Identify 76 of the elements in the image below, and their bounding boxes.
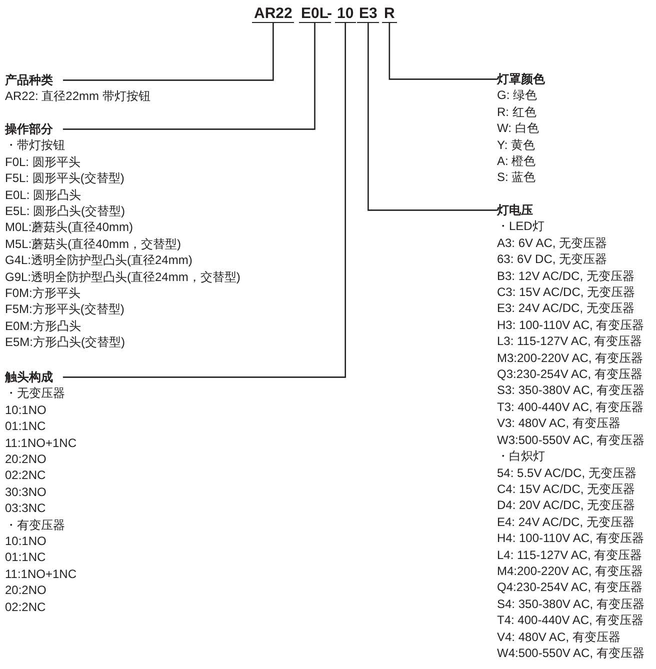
leader-line: [63, 23, 346, 378]
option-text: E4: 24V AC/DC, 无变压器: [497, 514, 636, 530]
code-segment: R: [382, 5, 397, 23]
option-text: C4: 15V AC/DC, 无变压器: [497, 480, 636, 498]
option-text: AR22: 直径22mm 带灯按钮: [5, 88, 150, 105]
option-text: S: 蓝色: [497, 169, 537, 186]
option-text: F0M:方形平头: [5, 285, 82, 302]
option-text: E3: 24V AC/DC, 无变压器: [497, 300, 636, 317]
option-text: 10:1NO: [5, 402, 48, 418]
option-text: B3: 12V AC/DC, 无变压器: [497, 268, 636, 284]
leader-line: [368, 23, 497, 211]
option-text: L3: 115-127V AC, 有变压器: [497, 333, 644, 350]
option-text: A: 橙色: [497, 153, 537, 170]
option-text: ・带灯按钮: [5, 137, 66, 154]
option-text: 20:2NO: [5, 582, 48, 599]
option-text: H3: 100-110V AC, 有变压器: [497, 316, 644, 334]
option-text: ・白炽灯: [497, 448, 546, 464]
option-text: T4: 400-440V AC, 有变压器: [497, 612, 644, 629]
option-text: 54: 5.5V AC/DC, 无变压器: [497, 464, 638, 481]
option-text: 01:1NC: [5, 418, 47, 435]
option-text: E0L: 圆形凸头: [5, 186, 82, 204]
option-text: W: 白色: [497, 120, 540, 137]
option-text: 63: 6V DC, 无变压器: [497, 251, 608, 268]
option-text: M4:200-220V AC, 有变压器: [497, 562, 644, 580]
leader-line: [63, 23, 316, 130]
option-text: L4: 115-127V AC, 有变压器: [497, 546, 644, 563]
code-segment: 10: [335, 5, 356, 23]
section-heading: 灯罩颜色: [497, 71, 545, 88]
option-text: Q3:230-254V AC, 有变压器: [497, 366, 644, 382]
option-text: G4L:透明全防护型凸头(直径24mm): [5, 252, 194, 269]
code-segment: AR22: [252, 5, 294, 23]
option-text: F5M:方形平头(交替型): [5, 301, 126, 318]
option-text: 02:2NC: [5, 467, 47, 484]
option-text: 02:2NC: [5, 598, 47, 616]
option-text: W4:500-550V AC, 有变压器: [497, 644, 644, 662]
option-text: 11:1NO+1NC: [5, 566, 76, 582]
option-text: A3: 6V AC, 无变压器: [497, 234, 608, 252]
option-text: W3:500-550V AC, 有变压器: [497, 432, 644, 448]
option-text: 03:3NC: [5, 500, 47, 517]
option-text: 11:1NO+1NC: [5, 434, 76, 452]
option-text: 20:2NO: [5, 451, 48, 468]
separator-text: -: [327, 5, 332, 22]
option-text: S3: 350-380V AC, 有变压器: [497, 382, 644, 399]
leader-line: [388, 23, 497, 80]
option-text: E0M:方形凸头: [5, 318, 82, 334]
option-text: C3: 15V AC/DC, 无变压器: [497, 284, 636, 300]
option-text: M5L:蘑菇头(直径40mm，交替型): [5, 236, 182, 252]
option-text: R: 红色: [497, 104, 538, 120]
option-text: M0L:蘑菇头(直径40mm): [5, 219, 134, 236]
option-text: 30:3NO: [5, 484, 48, 500]
option-text: 10:1NO: [5, 533, 48, 550]
option-text: ・无变压器: [5, 385, 66, 402]
option-text: V4: 480V AC, 有变压器: [497, 628, 622, 645]
option-text: G: 绿色: [497, 87, 538, 104]
section-heading: 触头构成: [5, 369, 53, 386]
option-text: ・有变压器: [5, 516, 66, 534]
option-text: E5M:方形凸头(交替型): [5, 334, 126, 351]
section-heading: 灯电压: [497, 202, 533, 218]
option-text: Q4:230-254V AC, 有变压器: [497, 579, 644, 596]
leader-line: [63, 23, 274, 81]
option-text: E5L: 圆形凸头(交替型): [5, 203, 126, 220]
code-segment: E3: [357, 5, 380, 23]
option-text: ・LED灯: [497, 218, 546, 235]
option-text: T3: 400-440V AC, 有变压器: [497, 398, 644, 416]
option-text: D4: 20V AC/DC, 无变压器: [497, 497, 636, 514]
option-text: 01:1NC: [5, 549, 47, 566]
option-text: S4: 350-380V AC, 有变压器: [497, 596, 644, 612]
option-text: H4: 100-110V AC, 有变压器: [497, 530, 644, 547]
option-text: F0L: 圆形平头: [5, 154, 82, 170]
section-heading: 操作部分: [5, 121, 53, 138]
option-text: M3:200-220V AC, 有变压器: [497, 350, 644, 366]
option-text: G9L:透明全防护型凸头(直径24mm，交替型): [5, 268, 240, 286]
section-heading: 产品种类: [5, 72, 53, 88]
option-text: Y: 黄色: [497, 136, 536, 154]
option-text: V3: 480V AC, 有变压器: [497, 415, 622, 432]
option-text: F5L: 圆形平头(交替型): [5, 170, 126, 187]
